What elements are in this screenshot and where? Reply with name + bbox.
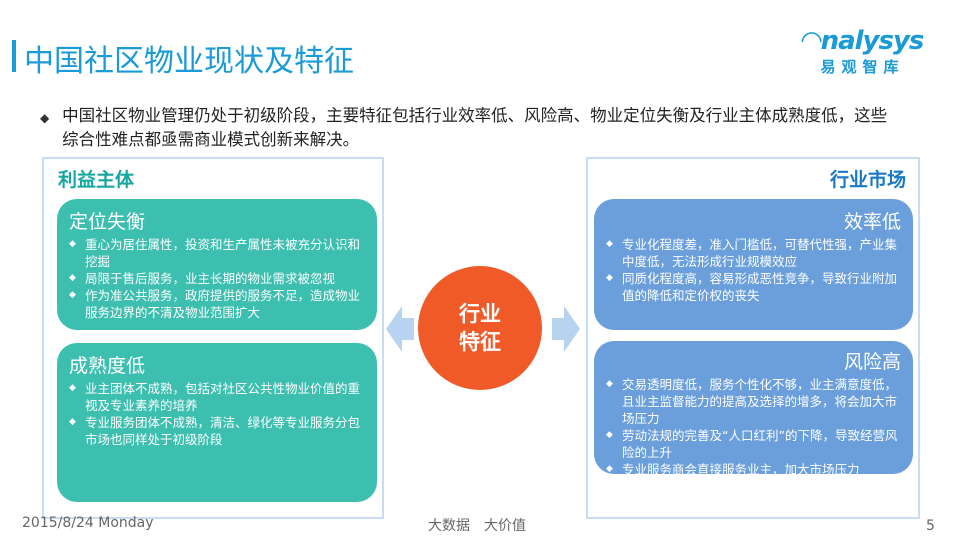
title-accent-bar: [12, 40, 16, 72]
card-positioning: 定位失衡 重心为居住属性，投资和生产属性未被充分认识和挖掘局限于售后服务，业主长…: [57, 199, 377, 330]
industry-feature-circle: 行业特征: [418, 266, 542, 390]
logo-en: ◠nalysys: [801, 26, 925, 56]
card-risk: 风险高 交易透明度低，服务个性化不够，业主满意度低，且业主监督能力的提高及选择的…: [594, 341, 913, 478]
list-item: 专业服务团体不成熟，清洁、绿化等专业服务分包市场也同样处于初级阶段: [69, 414, 365, 448]
arrow-right-icon: [552, 306, 580, 352]
list-item: 局限于售后服务，业主长期的物业需求被忽视: [69, 270, 365, 287]
list-item: 专业化程度差，准入门槛低，可替代性强，产业集中度低，无法形成行业规模效应: [606, 236, 901, 270]
card-maturity: 成熟度低 业主团体不成熟，包括对社区公共性物业价值的重视及专业素养的培养专业服务…: [57, 343, 377, 502]
list-item: 劳动法规的完善及“人口红利”的下降，导致经营风险的上升: [606, 427, 901, 461]
card-title: 效率低: [843, 211, 901, 233]
intro-text: 中国社区物业管理仍处于初级阶段，主要特征包括行业效率低、风险高、物业定位失衡及行…: [62, 106, 888, 149]
circle-line1: 行业: [459, 302, 501, 326]
list-item: 业主团体不成熟，包括对社区公共性物业价值的重视及专业素养的培养: [69, 380, 365, 414]
list-item: 交易透明度低，服务个性化不够，业主满意度低，且业主监督能力的提高及选择的增多，将…: [606, 376, 901, 427]
card-title: 定位失衡: [69, 211, 146, 233]
arrow-left-icon: [386, 306, 414, 352]
list-item: 同质化程度高，容易形成恶性竞争，导致行业附加值的降低和定价权的丧失: [606, 270, 901, 304]
card-title: 成熟度低: [69, 355, 146, 377]
circle-line2: 特征: [459, 330, 501, 354]
intro-bullet: ◆ 中国社区物业管理仍处于初级阶段，主要特征包括行业效率低、风险高、物业定位失衡…: [40, 104, 890, 152]
diamond-icon: ◆: [40, 111, 50, 125]
footer-slogan: 大数据 大价值: [428, 518, 526, 534]
page-title: 中国社区物业现状及特征: [24, 44, 354, 79]
list-item: 重心为居住属性，投资和生产属性未被充分认识和挖掘: [69, 236, 365, 270]
market-panel: 行业市场: [586, 157, 920, 519]
panel-header: 利益主体: [58, 169, 135, 191]
logo: ◠nalysys 易观智库: [795, 26, 930, 77]
stakeholder-panel: 利益主体: [42, 157, 384, 519]
footer-date: 2015/8/24 Monday: [22, 515, 154, 531]
list-item: 作为准公共服务，政府提供的服务不足，造成物业服务边界的不清及物业范围扩大: [69, 287, 365, 321]
page-number: 5: [926, 518, 935, 534]
card-title: 风险高: [843, 351, 901, 373]
logo-cn: 易观智库: [820, 58, 905, 76]
card-efficiency: 效率低 专业化程度差，准入门槛低，可替代性强，产业集中度低，无法形成行业规模效应…: [594, 199, 913, 330]
list-item: 专业服务商会直接服务业主，加大市场压力: [606, 461, 901, 478]
panel-header: 行业市场: [829, 169, 906, 191]
